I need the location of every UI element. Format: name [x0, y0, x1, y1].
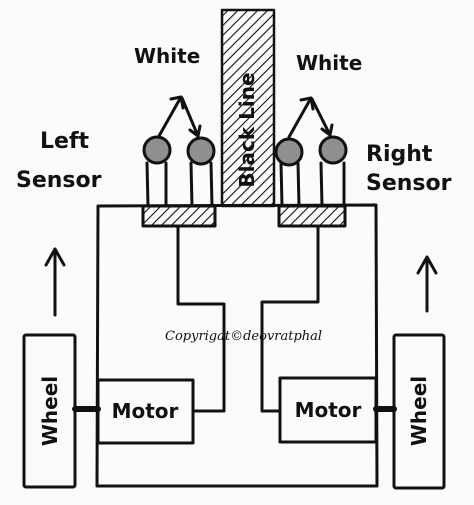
right-sensor-stalk-1 [279, 161, 284, 208]
black-line-label: Black Line [235, 72, 259, 187]
left-motor-box [96, 378, 195, 445]
left-sensor-stalk-1 [145, 161, 150, 208]
left-sensor-stalk-3 [189, 161, 194, 208]
left-forward-arrowhead [44, 247, 66, 267]
left-wheel-label: Wheel [38, 376, 62, 446]
left-sensor-label-line2: Sensor [16, 168, 102, 193]
right-sensor-label-line1: Right [366, 142, 433, 167]
right-wheel-label: Wheel [407, 376, 431, 446]
left-motor-label: Motor [112, 399, 179, 423]
left-sensor-stalk-4 [209, 161, 214, 208]
right-sensor-stalk-3 [319, 161, 324, 208]
right-sensor-receiver [318, 135, 348, 165]
right-sensor-emitter [274, 137, 304, 167]
left-sensor-wire [176, 224, 226, 413]
copyright-text: Copyrigat©deovratphal [165, 329, 322, 344]
left-sensor-label-line1: Left [40, 129, 90, 154]
right-sensor-label-line2: Sensor [366, 171, 452, 196]
white-label-left: White [134, 44, 200, 68]
right-sensor-wire [260, 224, 320, 413]
left-sensor-bar [141, 204, 217, 228]
right-forward-arrowhead [416, 255, 438, 275]
left-reflection-arrow-up [157, 95, 183, 138]
right-sensor-stalk-2 [296, 161, 301, 208]
right-reflection-arrow-down [310, 97, 332, 137]
left-reflection-arrowhead-down [188, 124, 202, 138]
black-line-strip [220, 8, 276, 208]
right-reflection-arrow-up [287, 96, 313, 139]
right-motor-label: Motor [295, 398, 362, 422]
left-reflection-arrow-down [180, 96, 200, 138]
right-reflection-arrowhead-down [320, 123, 334, 137]
white-label-right: White [296, 51, 362, 75]
left-sensor-emitter [142, 135, 172, 165]
right-sensor-bar [277, 204, 347, 228]
left-sensor-receiver [186, 136, 216, 166]
